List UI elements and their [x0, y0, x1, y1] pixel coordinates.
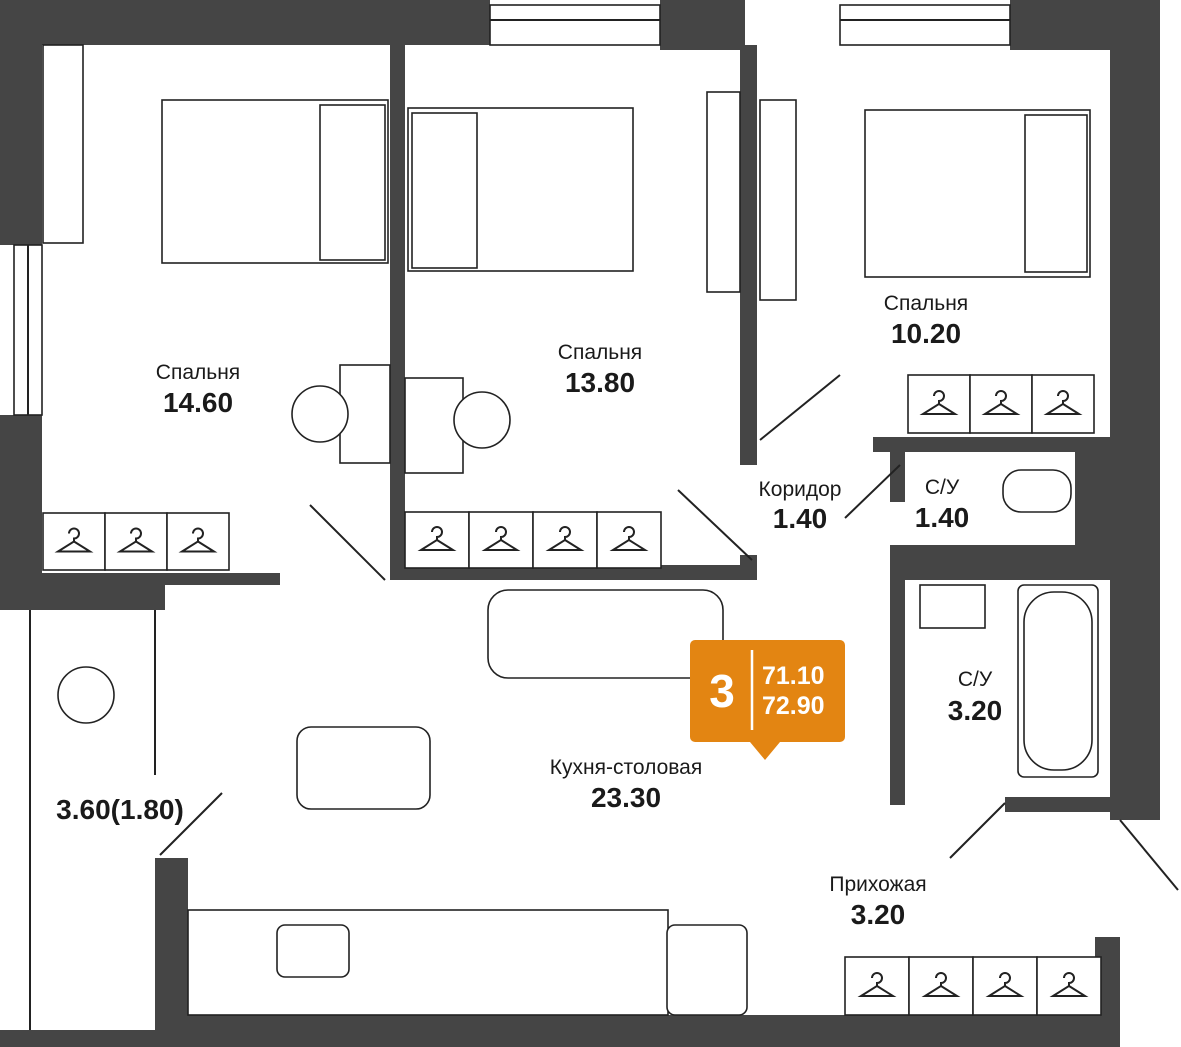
room-label: Спальня: [884, 292, 968, 315]
hanger-icon: [545, 526, 585, 551]
room-count: 3: [709, 665, 735, 717]
room-hallway: Прихожая 3.20: [829, 873, 926, 930]
hanger-icon: [481, 526, 521, 551]
room-area: 3.20: [948, 695, 1003, 726]
room-area: 1.40: [773, 503, 828, 534]
hanger-icon: [116, 527, 156, 553]
wardrobes: [42, 374, 1102, 1016]
room-bedroom-2: Спальня 13.80: [558, 341, 642, 398]
windows: [13, 4, 1011, 1030]
room-kitchen: Кухня-столовая 23.30: [550, 756, 702, 813]
room-balcony: 3.60(1.80): [56, 794, 184, 825]
room-label: С/У: [958, 668, 993, 691]
room-area: 3.20: [851, 899, 906, 930]
hanger-icon: [981, 390, 1021, 415]
total-area: 72.90: [762, 692, 825, 720]
badge-background: [690, 640, 845, 760]
room-area: 3.60(1.80): [56, 794, 184, 825]
room-area: 23.30: [591, 782, 661, 813]
apartment-badge: 3 71.10 72.90: [690, 640, 845, 760]
hanger-icon: [985, 972, 1025, 997]
room-label: Коридор: [759, 478, 842, 501]
room-corridor: Коридор 1.40: [759, 478, 842, 534]
hanger-icon: [919, 390, 959, 415]
room-label: Прихожая: [829, 873, 926, 896]
room-label: Спальня: [156, 361, 240, 384]
doors: [159, 374, 1179, 891]
hanger-icon: [857, 972, 897, 997]
room-area: 14.60: [163, 387, 233, 418]
hanger-icon: [609, 526, 649, 551]
room-bedroom-3: Спальня 10.20: [884, 292, 968, 349]
hanger-icon: [417, 526, 457, 551]
room-label: Спальня: [558, 341, 642, 364]
hanger-icon: [1043, 390, 1083, 415]
room-area: 10.20: [891, 318, 961, 349]
furniture: [42, 44, 1099, 1016]
living-area: 71.10: [762, 662, 825, 690]
hanger-icon: [54, 527, 94, 553]
room-label: С/У: [925, 476, 960, 499]
room-bathroom: С/У 3.20: [948, 668, 1003, 726]
hanger-icon: [921, 972, 961, 997]
hanger-icon: [178, 527, 218, 553]
room-area: 1.40: [915, 502, 970, 533]
room-label: Кухня-столовая: [550, 756, 702, 779]
hanger-icon: [1049, 972, 1089, 997]
room-area: 13.80: [565, 367, 635, 398]
room-wc-small: С/У 1.40: [915, 476, 970, 533]
room-bedroom-1: Спальня 14.60: [156, 361, 240, 418]
